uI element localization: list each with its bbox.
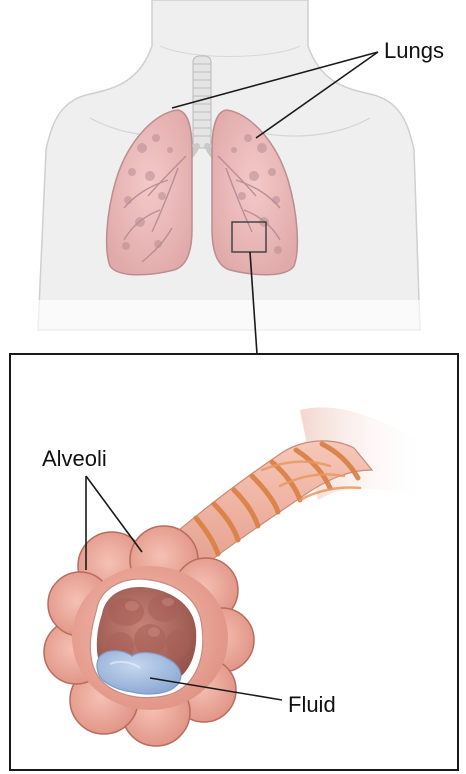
fluid-label: Fluid — [288, 692, 336, 717]
alveoli-label: Alveoli — [42, 446, 107, 471]
torso-illustration — [30, 0, 430, 340]
lungs-label: Lungs — [384, 38, 444, 63]
